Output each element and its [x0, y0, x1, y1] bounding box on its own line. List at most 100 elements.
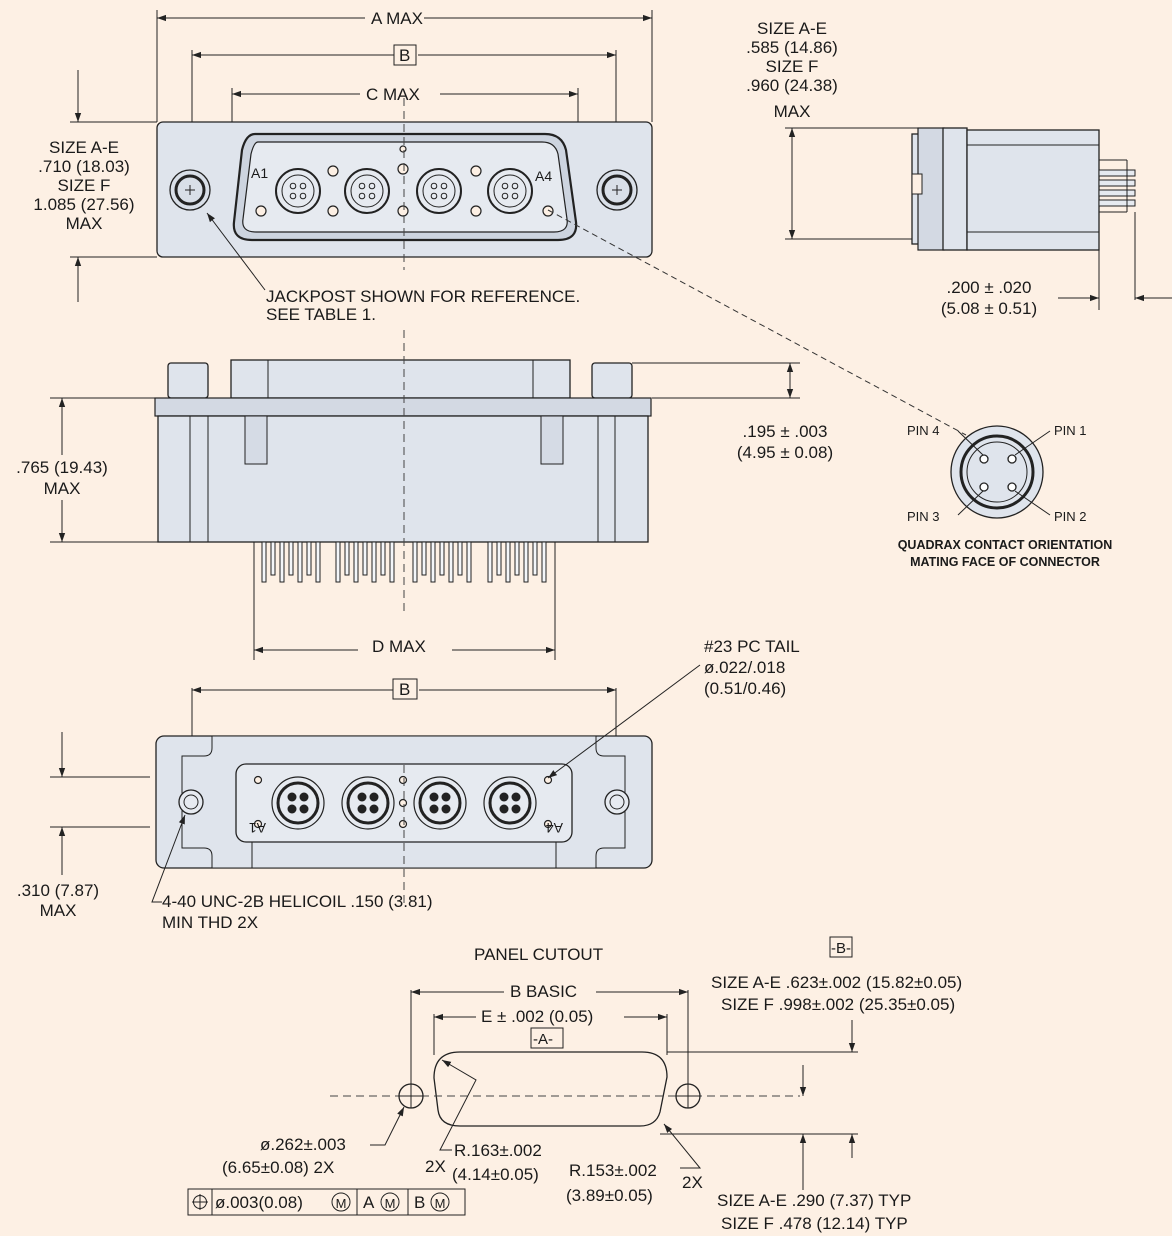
- b-basic-label: B BASIC: [510, 982, 577, 1001]
- front-body: [157, 415, 649, 543]
- bottom-contact: [483, 776, 537, 830]
- bottom-contact: [271, 776, 325, 830]
- pc-tail: [270, 541, 276, 576]
- pc-tail: [335, 541, 341, 583]
- height-ae-value: .710 (18.03): [38, 157, 130, 176]
- bottom-position-a1-label: A1: [249, 820, 266, 836]
- flange-thickness-metric: (4.95 ± 0.08): [737, 443, 833, 462]
- pc-tail: [306, 541, 312, 576]
- flange-thickness-value: .195 ± .003: [743, 422, 828, 441]
- depth-size-ae-label: SIZE A-E: [757, 19, 827, 38]
- bottom-position-a4-label: A4: [546, 820, 563, 836]
- fcf-mmc-2: M: [385, 1196, 396, 1211]
- front-pc-tails: [261, 541, 547, 583]
- jackpost-right: [596, 169, 638, 211]
- a-max-label: A MAX: [371, 9, 423, 28]
- side-insert-body: [966, 129, 1100, 251]
- depth-f-value: .960 (24.38): [746, 76, 838, 95]
- mount-hole-left: [398, 1083, 424, 1109]
- tail-length-value: .200 ± .020: [947, 278, 1032, 297]
- fcf-datum-b: B: [414, 1193, 425, 1212]
- pin3-label: PIN 3: [907, 509, 940, 524]
- pc-tail: [421, 541, 427, 576]
- bottom-contact: [413, 776, 467, 830]
- e-dim-label: E ± .002 (0.05): [481, 1007, 593, 1026]
- pin4-label: PIN 4: [907, 423, 940, 438]
- b-dim-label: B: [399, 46, 410, 65]
- helicoil-note-line2: MIN THD 2X: [162, 913, 258, 932]
- panel-cutout-title: PANEL CUTOUT: [474, 945, 603, 964]
- radius1-qty: 2X: [425, 1157, 446, 1176]
- contact-a4: [487, 168, 533, 214]
- pc-tail: [523, 541, 529, 583]
- b-dim-bottom-label: B: [399, 680, 410, 699]
- jackpost-note-line1: JACKPOST SHOWN FOR REFERENCE.: [266, 287, 580, 306]
- jackpost-note-line2: SEE TABLE 1.: [266, 305, 376, 324]
- side-view: SIZE A-E .585 (14.86) SIZE F .960 (24.38…: [746, 19, 1172, 318]
- jackpost-front-right: [591, 362, 633, 399]
- panel-cutout-view: PANEL CUTOUT -B- SIZE A-E .623±.002 (15.…: [187, 936, 962, 1233]
- pc-tail: [487, 541, 493, 583]
- radius2-metric: (3.89±0.05): [566, 1186, 653, 1205]
- depth-size-f-label: SIZE F: [766, 57, 819, 76]
- contact-a1: [275, 168, 321, 214]
- typ-size-ae: SIZE A-E .290 (7.37) TYP: [717, 1191, 911, 1210]
- tail-height-value: .310 (7.87): [17, 881, 99, 900]
- contact-caption-line2: MATING FACE OF CONNECTOR: [910, 555, 1100, 569]
- pc-tail: [380, 541, 386, 576]
- mount-hole-right: [675, 1083, 701, 1109]
- datum-a-label: -A-: [533, 1031, 553, 1048]
- tail-length-metric: (5.08 ± 0.51): [941, 299, 1037, 318]
- bottom-small-holes: [253, 775, 553, 829]
- radius1-metric: (4.14±0.05): [452, 1165, 539, 1184]
- typ-size-f: SIZE F .478 (12.14) TYP: [721, 1214, 908, 1233]
- bottom-contacts: [271, 776, 537, 830]
- fcf-tolerance: ø.003(0.08): [215, 1193, 303, 1212]
- helicoil-right: [604, 789, 630, 815]
- cutout-size-f: SIZE F .998±.002 (25.35±0.05): [721, 995, 955, 1014]
- radius1-value: R.163±.002: [454, 1141, 542, 1160]
- pc-tail: [315, 541, 321, 583]
- pc-tail: [457, 541, 463, 576]
- pc-tail: [466, 541, 472, 583]
- hole-dia-metric: (6.65±0.08) 2X: [222, 1158, 334, 1177]
- hole-dia-value: ø.262±.003: [260, 1135, 346, 1154]
- contact-caption-line1: QUADRAX CONTACT ORIENTATION: [898, 538, 1113, 552]
- height-f-value: 1.085 (27.56): [33, 195, 134, 214]
- position-a1-label: A1: [251, 165, 268, 181]
- pc-tail: [439, 541, 445, 576]
- pc-tail: [412, 541, 418, 583]
- side-pc-tails: [1098, 159, 1136, 213]
- fcf-datum-a: A: [363, 1193, 375, 1212]
- pc-tail-note-line2: ø.022/.018: [704, 658, 785, 677]
- radius2-qty: 2X: [682, 1173, 703, 1192]
- radius2-value: R.153±.002: [569, 1161, 657, 1180]
- pc-tail-note-line1: #23 PC TAIL: [704, 637, 800, 656]
- fcf-mmc-1: M: [336, 1196, 347, 1211]
- pc-tail: [430, 541, 436, 583]
- body-height-value: .765 (19.43): [16, 458, 108, 477]
- bottom-view: B A1 A4 #23 PC TAIL: [17, 637, 800, 932]
- pc-tail: [448, 541, 454, 583]
- pc-tail: [288, 541, 294, 576]
- contact-orientation-detail: PIN 1 PIN 2 PIN 3 PIN 4 QUADRAX CONTACT …: [898, 423, 1113, 569]
- d-max-label: D MAX: [372, 637, 426, 656]
- pc-tail: [371, 541, 377, 583]
- pc-tail: [505, 541, 511, 583]
- contact-a3: [416, 168, 462, 214]
- pc-tail: [344, 541, 350, 576]
- depth-ae-value: .585 (14.86): [746, 38, 838, 57]
- top-view: A MAX B C MAX: [33, 9, 967, 436]
- height-size-f-label: SIZE F: [58, 176, 111, 195]
- pc-tail: [297, 541, 303, 583]
- jackpost-front-left: [167, 362, 209, 399]
- insert-holes: [255, 145, 554, 217]
- bottom-contact: [341, 776, 395, 830]
- pc-tail: [496, 541, 502, 576]
- pc-tail-note-line3: (0.51/0.46): [704, 679, 786, 698]
- contact-a2: [344, 168, 390, 214]
- feature-control-frame: ø.003(0.08) M A M B M: [187, 1188, 466, 1216]
- pc-tail: [261, 541, 267, 583]
- front-flange: [154, 397, 652, 417]
